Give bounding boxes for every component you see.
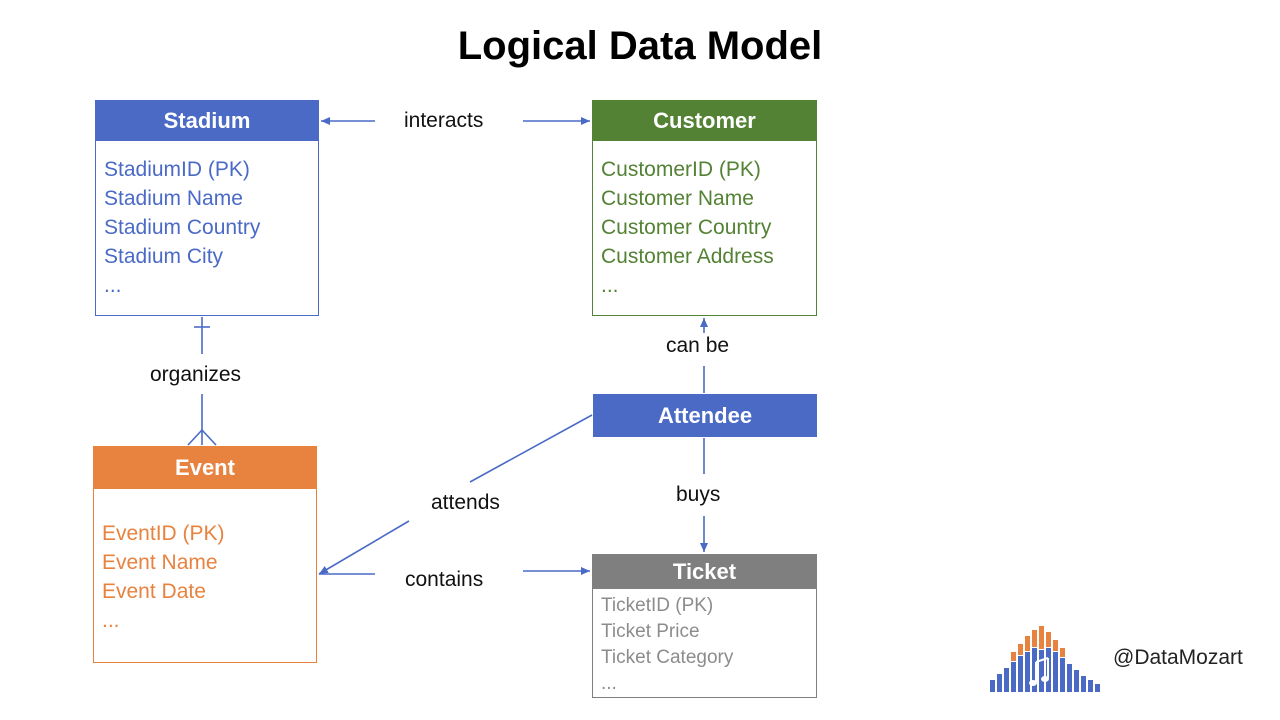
attendee-header: Attendee	[594, 395, 816, 436]
ticket-attribute: Ticket Price	[601, 621, 700, 642]
stadium-attribute: Stadium Name	[104, 187, 243, 210]
event-attribute: Event Name	[102, 551, 218, 574]
event-attribute: EventID (PK)	[102, 522, 225, 545]
stadium-attribute: StadiumID (PK)	[104, 158, 250, 181]
customer-attributes: CustomerID (PK) Customer Name Customer C…	[593, 141, 816, 300]
event-entity[interactable]: Event EventID (PK) Event Name Event Date…	[93, 446, 317, 663]
ticket-attribute: TicketID (PK)	[601, 595, 714, 616]
event-attribute: Event Date	[102, 580, 206, 603]
event-attributes: EventID (PK) Event Name Event Date ...	[94, 489, 316, 635]
relationship-can-be: can be	[666, 334, 730, 358]
attends-line-upper	[469, 414, 593, 483]
crowfoot-left	[187, 429, 203, 446]
customer-attribute: Customer Country	[601, 216, 772, 239]
stadium-attribute: ...	[104, 274, 122, 297]
customer-attribute: Customer Name	[601, 187, 754, 210]
stadium-entity[interactable]: Stadium StadiumID (PK) Stadium Name Stad…	[95, 100, 319, 316]
stadium-attribute: Stadium City	[104, 245, 224, 268]
customer-header: Customer	[593, 101, 816, 141]
attendee-entity[interactable]: Attendee	[593, 394, 817, 437]
relationship-attends: attends	[431, 491, 500, 515]
stadium-attributes: StadiumID (PK) Stadium Name Stadium Coun…	[96, 141, 318, 300]
ticket-attribute: ...	[601, 673, 617, 694]
relationship-buys: buys	[676, 483, 721, 507]
ticket-attribute: Ticket Category	[601, 647, 734, 668]
stadium-header: Stadium	[96, 101, 318, 141]
relationship-interacts: interacts	[404, 109, 484, 133]
customer-attribute: Customer Address	[601, 245, 774, 268]
ticket-attributes: TicketID (PK) Ticket Price Ticket Catego…	[593, 589, 816, 697]
page-title: Logical Data Model	[457, 24, 823, 68]
stadium-attribute: Stadium Country	[104, 216, 261, 239]
ticket-entity[interactable]: Ticket TicketID (PK) Ticket Price Ticket…	[592, 554, 817, 698]
ticket-header: Ticket	[593, 555, 816, 589]
crowfoot-right	[201, 429, 217, 446]
music-bars-logo-icon	[990, 626, 1100, 692]
relationship-organizes: organizes	[150, 363, 242, 387]
event-attribute: ...	[102, 609, 120, 632]
customer-entity[interactable]: Customer CustomerID (PK) Customer Name C…	[592, 100, 817, 316]
brand-handle[interactable]: @DataMozart	[1113, 646, 1243, 669]
relationship-contains: contains	[405, 568, 484, 592]
attends-line-lower	[318, 520, 410, 575]
customer-attribute: ...	[601, 274, 619, 297]
customer-attribute: CustomerID (PK)	[601, 158, 761, 181]
event-header: Event	[94, 447, 316, 489]
